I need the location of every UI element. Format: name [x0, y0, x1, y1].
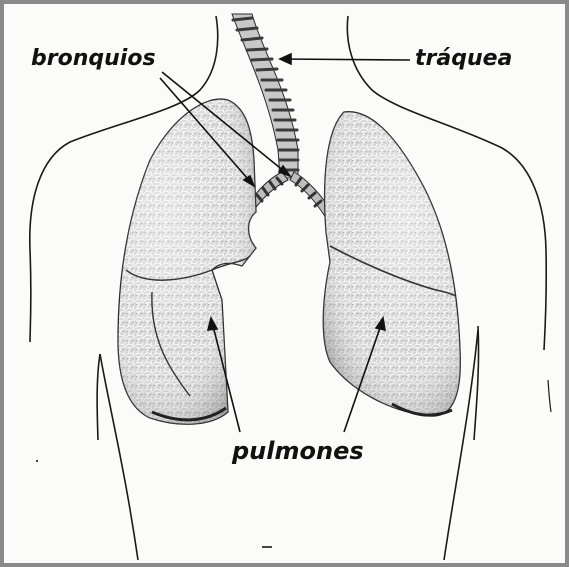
- label-bronquios: bronquios: [31, 48, 156, 70]
- label-pulmones: pulmones: [232, 439, 364, 463]
- left-lung: [118, 99, 256, 424]
- torso-outline: [30, 16, 551, 560]
- right-lung: [323, 112, 460, 416]
- bronchi: [248, 172, 332, 218]
- print-specks: [36, 460, 272, 548]
- left-arm-line: [97, 354, 100, 440]
- label-traquea: tráquea: [415, 48, 512, 70]
- traquea-pointer: [282, 59, 410, 60]
